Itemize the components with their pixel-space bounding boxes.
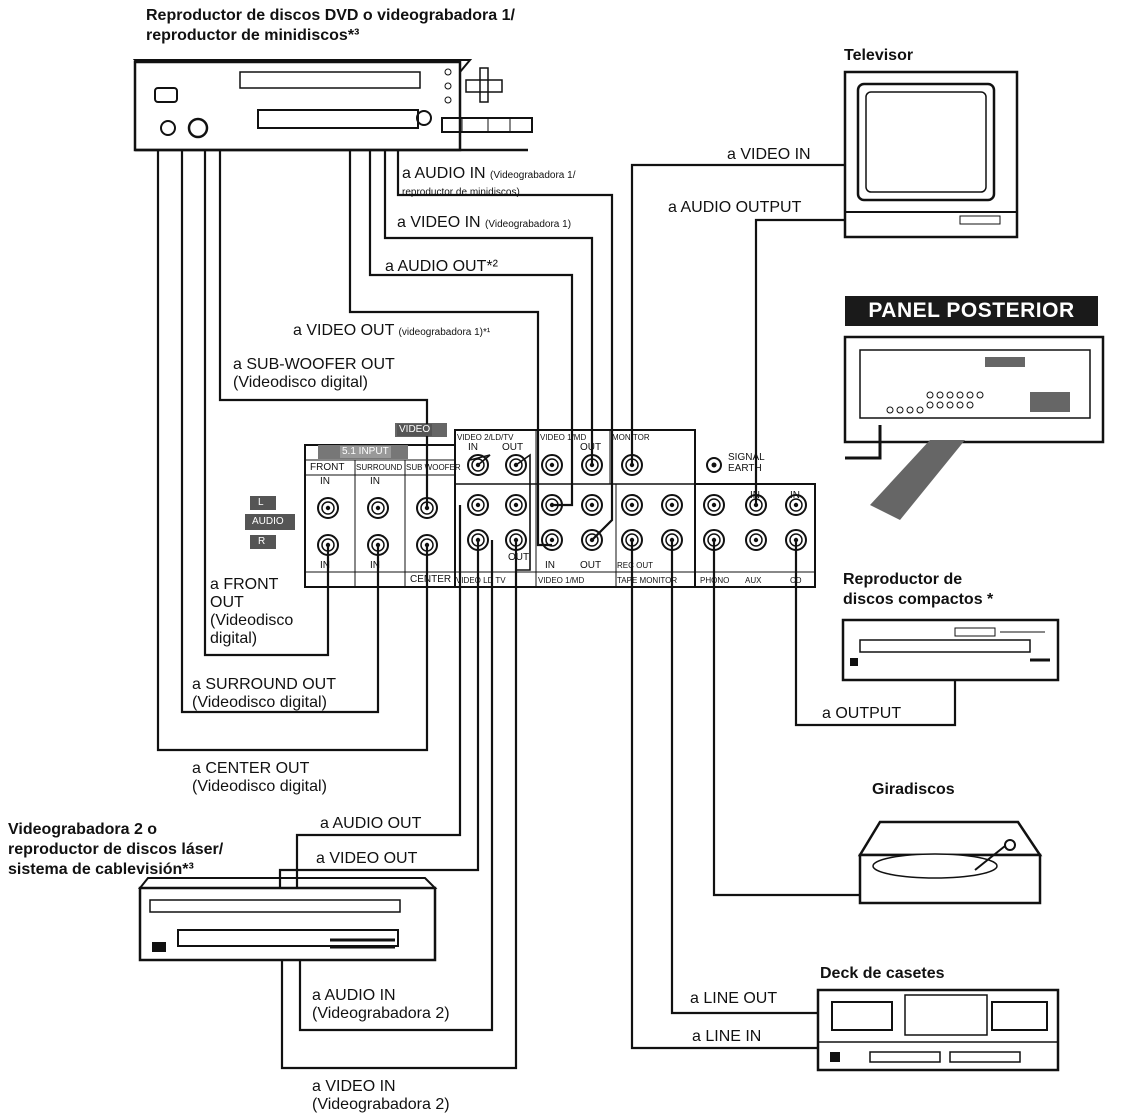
label-vcr2-video-in-line2: (Videograbadora 2) [312, 1096, 450, 1113]
label-video-out-vcr1: a VIDEO OUT (videograbadora 1)*¹ [293, 322, 490, 342]
label-center-out: a CENTER OUT (Videodisco digital) [192, 760, 327, 796]
label-surround-line1: a SURROUND OUT [192, 676, 337, 693]
cd-title: Reproductor de discos compactos * [843, 570, 993, 610]
label-vcr2-video-in-line1: a VIDEO IN [312, 1078, 396, 1095]
label-line-in: a LINE IN [692, 1028, 762, 1045]
label-front-line3: (Videodisco [210, 612, 294, 629]
dvd-vcr1-device [132, 59, 533, 152]
panel-subwoofer-label: SUB WOOFER [406, 463, 461, 472]
label-front-line2: OUT [210, 594, 244, 611]
panel-tape-monitor-label: TAPE MONITOR [617, 576, 678, 585]
label-front-line4: digital) [210, 630, 258, 647]
label-audio-in-vcr1-note1: (Videograbadora 1/ [490, 170, 576, 181]
label-surround-out: a SURROUND OUT (Videodisco digital) [192, 676, 336, 712]
panel-cd-in: IN [790, 490, 800, 501]
vcr2-title-line2: reproductor de discos láser/ [8, 841, 224, 858]
panel-out-mid: OUT [508, 552, 530, 563]
turntable-device [857, 820, 1043, 905]
panel-front-label: FRONT [310, 462, 345, 473]
panel-vcr2-label: VIDEO 2/LD/TV [457, 433, 514, 442]
label-subwoofer-line1: a SUB-WOOFER OUT [233, 356, 395, 373]
label-audio-in-vcr1: a AUDIO IN (Videograbadora 1/ [402, 165, 575, 185]
label-subwoofer-line2: (Videodisco digital) [233, 374, 368, 391]
tv-device [843, 70, 1019, 239]
panel-surround-label: SURROUND [356, 463, 403, 472]
panel-vcr2-in: IN [468, 442, 478, 453]
label-video-out-vcr1-note: (videograbadora 1)*¹ [398, 327, 491, 338]
vcr2-title-line1: Videograbadora 2 o [8, 821, 158, 838]
dvd-vcr1-title-line1: Reproductor de discos DVD o videograbado… [146, 7, 515, 24]
label-tv-audio-output: a AUDIO OUTPUT [668, 199, 802, 216]
label-front-out: a FRONT OUT (Videodisco digital) [210, 576, 293, 648]
label-center-line1: a CENTER OUT [192, 760, 310, 777]
cables [156, 150, 957, 1070]
panel-earth-label: EARTH [728, 463, 762, 474]
panel-center-label: CENTER [410, 574, 452, 585]
rear-panel-illustration [843, 335, 1105, 520]
label-vcr2-video-out: a VIDEO OUT [316, 850, 418, 867]
dvd-vcr1-title: Reproductor de discos DVD o videograbado… [146, 6, 515, 46]
vcr2-title: Videograbadora 2 o reproductor de discos… [8, 820, 223, 880]
cd-player-device [841, 618, 1060, 682]
panel-video-tag: VIDEO [397, 424, 433, 436]
label-video-in-vcr1: a VIDEO IN (Videograbadora 1) [397, 214, 571, 234]
label-vcr2-video-in: a VIDEO IN (Videograbadora 2) [312, 1078, 450, 1114]
vcr2-title-line3: sistema de cablevisión*³ [8, 861, 194, 878]
label-front-line1: a FRONT [210, 576, 279, 593]
panel-surround-in: IN [370, 476, 380, 487]
label-vcr2-audio-out: a AUDIO OUT [320, 815, 422, 832]
label-line-out: a LINE OUT [690, 990, 778, 1007]
label-audio-in-vcr1-note2: reproductor de minidiscos) [402, 187, 520, 198]
label-vcr2-audio-in: a AUDIO IN (Videograbadora 2) [312, 987, 450, 1023]
panel-signal-label: SIGNAL [728, 452, 765, 463]
panel-front-in-bottom: IN [320, 560, 330, 571]
label-video-out-vcr1-text: a VIDEO OUT [293, 322, 395, 339]
panel-vcr1-label: VIDEO 1/MD [540, 433, 587, 442]
panel-audio-tag: AUDIO [250, 516, 286, 528]
panel-aux-in: IN [750, 490, 760, 501]
label-cd-output: a OUTPUT [822, 705, 902, 722]
label-tv-video-in: a VIDEO IN [727, 146, 811, 163]
panel-r-tag: R [256, 536, 268, 548]
panel-surround-in-bottom: IN [370, 560, 380, 571]
panel-rec-out-label: REC OUT [617, 561, 653, 570]
rear-panel-badge: PANEL POSTERIOR [845, 296, 1098, 326]
panel-l-tag: L [256, 497, 266, 509]
label-vcr2-audio-in-line2: (Videograbadora 2) [312, 1005, 450, 1022]
panel-front-in: IN [320, 476, 330, 487]
cassette-deck-title: Deck de casetes [820, 965, 945, 982]
panel-51-input-tag: 5.1 INPUT [340, 446, 391, 458]
label-surround-line2: (Videodisco digital) [192, 694, 327, 711]
turntable-title: Giradiscos [872, 781, 955, 798]
dvd-vcr1-title-line2: reproductor de minidiscos*³ [146, 27, 360, 44]
label-subwoofer: a SUB-WOOFER OUT (Videodisco digital) [233, 356, 395, 392]
label-audio-in-vcr1-text: a AUDIO IN [402, 165, 486, 182]
panel-monitor-label: MONITOR [612, 433, 650, 442]
vcr2-device [137, 877, 438, 962]
panel-cd-label: CD [790, 576, 802, 585]
label-video-in-vcr1-text: a VIDEO IN [397, 214, 481, 231]
panel-video-ld-tv-label: VIDEO LD TV [456, 576, 506, 585]
panel-in-mid: IN [545, 560, 555, 571]
cd-title-line2: discos compactos * [843, 591, 994, 608]
panel-aux-label: AUX [745, 576, 762, 585]
label-center-line2: (Videodisco digital) [192, 778, 327, 795]
panel-out-mid2: OUT [580, 560, 602, 571]
panel-phono-label: PHONO [700, 576, 730, 585]
label-video-in-vcr1-note: (Videograbadora 1) [485, 219, 572, 230]
label-vcr2-audio-in-line1: a AUDIO IN [312, 987, 396, 1004]
panel-video-md-label: VIDEO 1/MD [538, 576, 585, 585]
tv-title: Televisor [844, 47, 914, 64]
panel-vcr1-out: OUT [580, 442, 602, 453]
panel-vcr2-out: OUT [502, 442, 524, 453]
cassette-deck-device [816, 988, 1060, 1072]
label-audio-out-2: a AUDIO OUT*² [385, 258, 498, 275]
cd-title-line1: Reproductor de [843, 571, 963, 588]
